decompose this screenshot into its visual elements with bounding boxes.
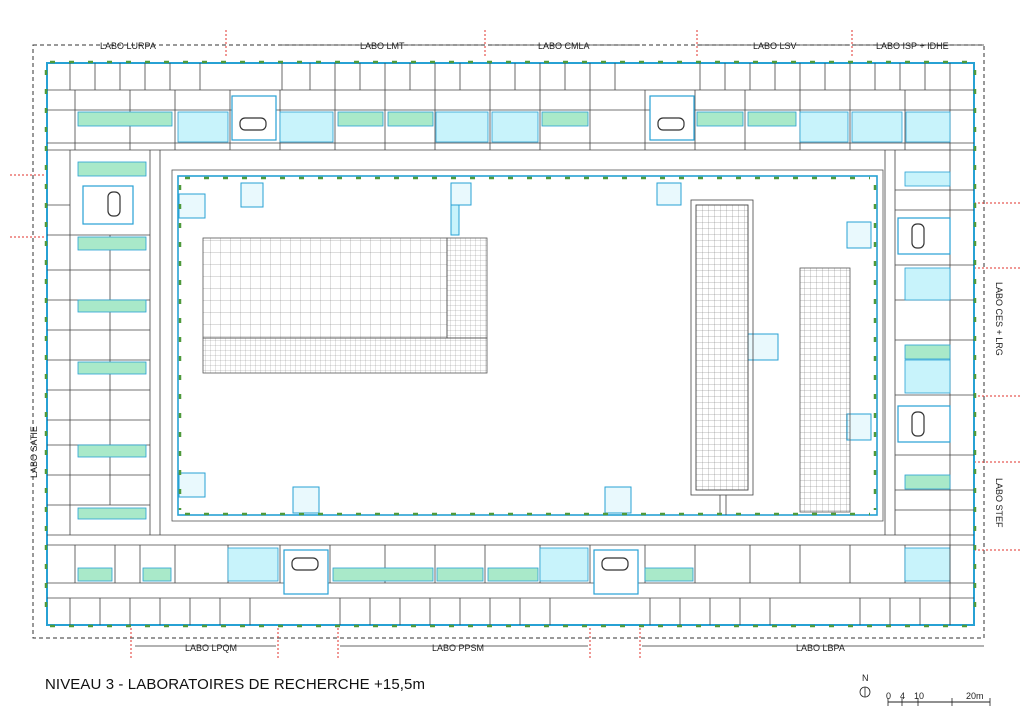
dimension-frame xyxy=(32,44,985,639)
scale-tick-4: 4 xyxy=(900,691,905,701)
right-cores xyxy=(897,217,951,443)
top-wing-labs xyxy=(77,111,951,143)
label-labo-ppsm: LABO PPSM xyxy=(432,643,484,653)
north-label: N xyxy=(862,673,869,683)
right-wing-labs xyxy=(904,171,951,490)
plan-title: NIVEAU 3 - LABORATOIRES DE RECHERCHE +15… xyxy=(45,676,426,693)
planting-edges xyxy=(44,60,977,628)
label-labo-satie: LABO SATIE xyxy=(29,426,39,478)
label-labo-lurpa: LABO LURPA xyxy=(100,41,156,51)
label-labo-stef: LABO STEF xyxy=(994,478,1004,528)
courtyard-roofs xyxy=(202,199,851,515)
label-labo-cmla: LABO CMLA xyxy=(538,41,590,51)
label-labo-lpqm: LABO LPQM xyxy=(185,643,237,653)
scale-bar: N 0 4 10 20m xyxy=(859,673,991,706)
label-labo-lmt: LABO LMT xyxy=(360,41,405,51)
left-wing-labs xyxy=(77,161,147,520)
top-cores xyxy=(231,95,695,141)
label-labo-lsv: LABO LSV xyxy=(753,41,797,51)
label-labo-ces-lrg: LABO CES + LRG xyxy=(994,282,1004,356)
scale-tick-0: 0 xyxy=(886,691,891,701)
left-core xyxy=(82,185,134,225)
bottom-wing-rooms xyxy=(47,534,974,625)
label-labo-isp-idhe: LABO ISP + IDHE xyxy=(876,41,949,51)
scale-tick-20m: 20m xyxy=(966,691,984,701)
dimension-lines xyxy=(135,44,984,647)
bottom-wing-labs xyxy=(77,547,951,582)
label-labo-lbpa: LABO LBPA xyxy=(796,643,845,653)
scale-tick-10: 10 xyxy=(914,691,924,701)
dimension-ticks xyxy=(10,30,1020,660)
left-wing-rooms xyxy=(47,150,161,535)
bottom-cores xyxy=(283,549,639,595)
